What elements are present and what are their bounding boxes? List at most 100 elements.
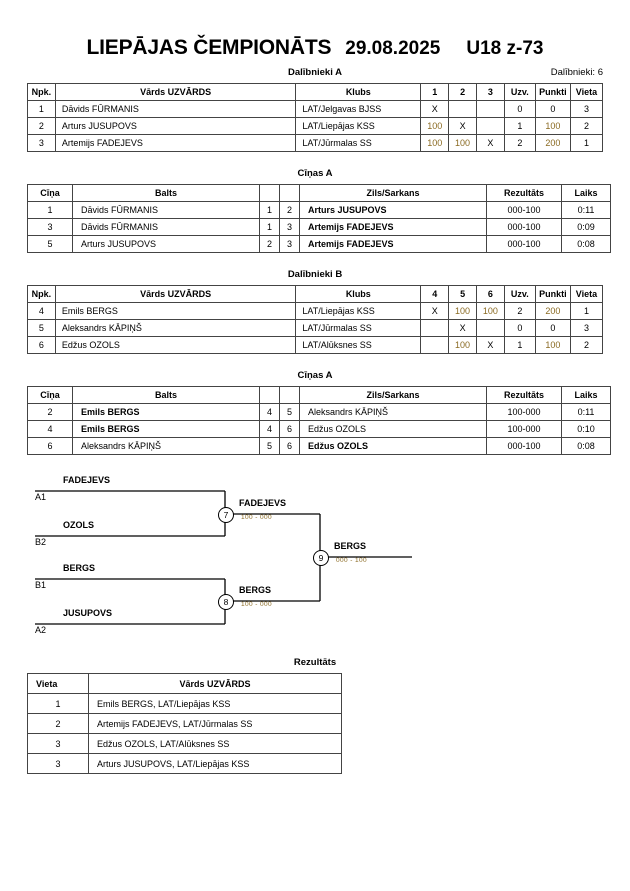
subheader: Dalībnieki A Dalībnieki: 6 xyxy=(27,67,603,83)
cell-vs-6: 100 xyxy=(476,302,505,320)
col-vs-5: 5 xyxy=(448,285,477,303)
cell-vs-1: 100 xyxy=(420,134,450,152)
cell-white: Emils BERGS xyxy=(72,403,260,421)
cell-result: 100-000 xyxy=(486,403,562,421)
group-b-caption: Dalībnieki B xyxy=(287,269,343,280)
col-white: Balts xyxy=(72,386,260,404)
cell-npk: 3 xyxy=(27,134,56,152)
bracket-entry-name: OZOLS xyxy=(63,520,94,530)
table-row: 3 Edžus OZOLS, LAT/Alūksnes SS xyxy=(27,733,342,754)
cell-vieta: 1 xyxy=(569,134,604,152)
bracket-winner-name: BERGS xyxy=(334,541,367,551)
cell-match-no: 1 xyxy=(27,201,73,219)
col-uzv: Uzv. xyxy=(503,285,536,303)
tournament-name: LIEPĀJAS ČEMPIONĀTS xyxy=(86,36,332,59)
cell-npk: 6 xyxy=(27,336,56,354)
cell-vieta: 1 xyxy=(569,302,604,320)
cell-club: LAT/Jelgavas BJSS xyxy=(295,100,422,118)
participants-table-b: Npk. Vārds UZVĀRDS Klubs 4 5 6 Uzv. Punk… xyxy=(27,285,604,354)
cell-vs-1: X xyxy=(420,100,450,118)
bracket-match-number: 7 xyxy=(218,507,234,523)
table-header-row: Npk. Vārds UZVĀRDS Klubs 1 2 3 Uzv. Punk… xyxy=(27,83,604,101)
col-club: Klubs xyxy=(295,83,422,101)
cell-uzv: 2 xyxy=(503,134,536,152)
col-uzv: Uzv. xyxy=(503,83,536,101)
cell-vs-3 xyxy=(476,117,505,135)
col-name: Vārds UZVĀRDS xyxy=(88,673,342,694)
bracket-match-score: 100 - 000 xyxy=(241,601,273,608)
cell-punkti: 200 xyxy=(534,302,571,320)
matches-b-caption: Cīņas A xyxy=(297,370,333,381)
participants-table-a: Npk. Vārds UZVĀRDS Klubs 1 2 3 Uzv. Punk… xyxy=(27,83,604,152)
cell-blue: Artemijs FADEJEVS xyxy=(299,218,487,236)
cell-n2: 2 xyxy=(279,201,300,219)
tournament-category: U18 z-73 xyxy=(466,38,544,59)
bracket-match-score: 100 - 000 xyxy=(241,514,273,521)
col-vs-6: 6 xyxy=(476,285,505,303)
cell-n1: 4 xyxy=(259,420,280,438)
playoff-bracket: FADEJEVS A1 OZOLS B2 BERGS B1 JUSUPOVS A… xyxy=(27,469,603,641)
cell-white: Emils BERGS xyxy=(72,420,260,438)
cell-n2: 3 xyxy=(279,218,300,236)
cell-punkti: 0 xyxy=(534,100,571,118)
cell-n1: 2 xyxy=(259,235,280,253)
cell-uzv: 2 xyxy=(503,302,536,320)
cell-match-no: 4 xyxy=(27,420,73,438)
cell-result: 000-100 xyxy=(486,437,562,455)
col-blue: Zils/Sarkans xyxy=(299,386,487,404)
matches-table-a: Cīņa Balts Zils/Sarkans Rezultāts Laiks … xyxy=(27,184,611,253)
cell-uzv: 0 xyxy=(503,319,536,337)
cell-club: LAT/Liepājas KSS xyxy=(295,302,422,320)
col-time: Laiks xyxy=(561,184,611,202)
final-results-table: Vieta Vārds UZVĀRDS 1 Emils BERGS, LAT/L… xyxy=(27,673,342,774)
cell-npk: 1 xyxy=(27,100,56,118)
cell-vs-4: X xyxy=(420,302,450,320)
col-blue: Zils/Sarkans xyxy=(299,184,487,202)
cell-n1: 5 xyxy=(259,437,280,455)
cell-time: 0:08 xyxy=(561,235,611,253)
cell-match-no: 6 xyxy=(27,437,73,455)
cell-name: Emils BERGS xyxy=(54,302,297,320)
table-row: 1 Dāvids FŪRMANIS 1 2 Arturs JUSUPOVS 00… xyxy=(27,201,611,219)
col-vs-1: 1 xyxy=(420,83,450,101)
cell-time: 0:09 xyxy=(561,218,611,236)
cell-name: Edžus OZOLS, LAT/Alūksnes SS xyxy=(88,733,342,754)
bracket-winner-name: BERGS xyxy=(239,585,272,595)
col-result: Rezultāts xyxy=(486,386,562,404)
cell-time: 0:10 xyxy=(561,420,611,438)
cell-name: Artemijs FADEJEVS, LAT/Jūrmalas SS xyxy=(88,713,342,734)
cell-punkti: 0 xyxy=(534,319,571,337)
cell-white: Arturs JUSUPOVS xyxy=(72,235,260,253)
table-row: 6 Aleksandrs KĀPIŅŠ 5 6 Edžus OZOLS 000-… xyxy=(27,437,611,455)
cell-blue: Edžus OZOLS xyxy=(299,420,487,438)
matches-table-b: Cīņa Balts Zils/Sarkans Rezultāts Laiks … xyxy=(27,386,611,455)
cell-vs-6 xyxy=(476,319,505,337)
col-match-no: Cīņa xyxy=(27,184,73,202)
bracket-entry-seed: B2 xyxy=(35,537,47,547)
cell-punkti: 200 xyxy=(534,134,571,152)
table-row: 4 Emils BERGS LAT/Liepājas KSS X 100 100… xyxy=(27,302,604,320)
cell-vs-6: X xyxy=(476,336,505,354)
cell-n2: 6 xyxy=(279,437,300,455)
cell-match-no: 2 xyxy=(27,403,73,421)
col-punkti: Punkti xyxy=(534,83,571,101)
cell-time: 0:08 xyxy=(561,437,611,455)
bracket-entry-name: FADEJEVS xyxy=(63,475,111,485)
cell-vieta: 3 xyxy=(569,319,604,337)
table-row: 2 Artemijs FADEJEVS, LAT/Jūrmalas SS xyxy=(27,713,342,734)
cell-n2: 6 xyxy=(279,420,300,438)
col-club: Klubs xyxy=(295,285,422,303)
cell-result: 000-100 xyxy=(486,218,562,236)
cell-match-no: 3 xyxy=(27,218,73,236)
cell-uzv: 1 xyxy=(503,336,536,354)
cell-vs-2 xyxy=(448,100,477,118)
cell-vieta: 3 xyxy=(569,100,604,118)
cell-uzv: 1 xyxy=(503,117,536,135)
table-header-row: Npk. Vārds UZVĀRDS Klubs 4 5 6 Uzv. Punk… xyxy=(27,285,604,303)
col-vs-3: 3 xyxy=(476,83,505,101)
col-n1 xyxy=(259,386,280,404)
col-n2 xyxy=(279,386,300,404)
cell-n1: 4 xyxy=(259,403,280,421)
cell-punkti: 100 xyxy=(534,336,571,354)
